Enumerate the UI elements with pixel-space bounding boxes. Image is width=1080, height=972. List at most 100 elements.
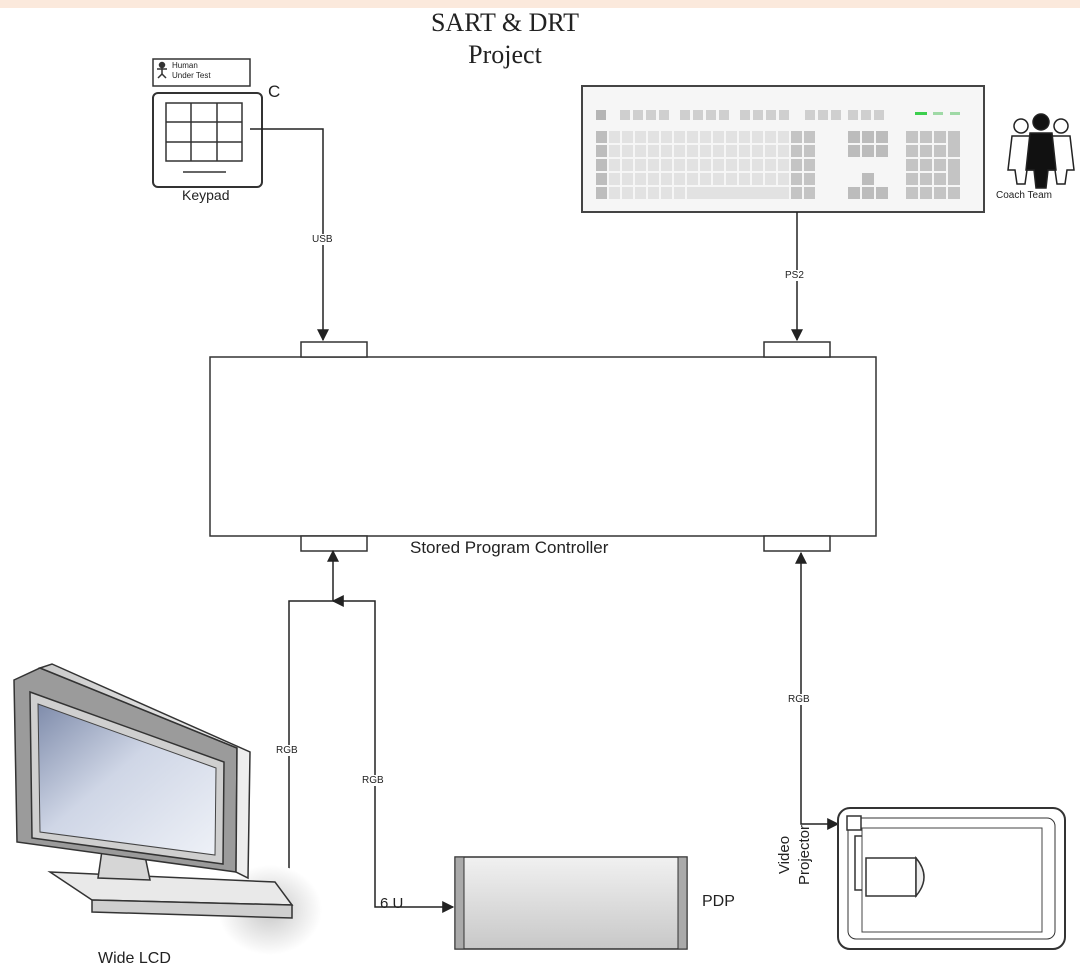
usb-label: USB bbox=[311, 234, 334, 245]
keyboard-key bbox=[791, 131, 802, 143]
port-ps2 bbox=[763, 341, 831, 358]
keyboard-key bbox=[765, 145, 776, 157]
port-rgb-right bbox=[763, 535, 831, 552]
keyboard-key bbox=[848, 131, 860, 143]
keyboard-key bbox=[680, 110, 690, 120]
keyboard-key bbox=[648, 131, 659, 143]
keyboard-key bbox=[791, 145, 802, 157]
keyboard-key bbox=[661, 173, 672, 185]
pdp-device bbox=[454, 856, 688, 950]
keyboard-key bbox=[648, 173, 659, 185]
keyboard-key bbox=[765, 159, 776, 171]
keyboard-key bbox=[713, 159, 724, 171]
keyboard-key bbox=[687, 131, 698, 143]
keyboard-key bbox=[713, 173, 724, 185]
controller-box bbox=[209, 341, 877, 552]
pdp-label: PDP bbox=[702, 893, 735, 910]
keyboard-key bbox=[687, 145, 698, 157]
keyboard-key bbox=[791, 173, 802, 185]
keyboard-key bbox=[726, 131, 737, 143]
keyboard-key bbox=[726, 159, 737, 171]
keyboard-key bbox=[661, 145, 672, 157]
keyboard-key bbox=[778, 187, 789, 199]
keyboard-key bbox=[596, 110, 606, 120]
ps2-label: PS2 bbox=[784, 270, 805, 281]
keyboard-key bbox=[661, 187, 672, 199]
keyboard-key bbox=[596, 131, 607, 143]
keyboard-key bbox=[791, 159, 802, 171]
keyboard-key bbox=[622, 131, 633, 143]
video-projector-device bbox=[837, 807, 1066, 950]
keyboard-key bbox=[713, 145, 724, 157]
keyboard-key bbox=[706, 110, 716, 120]
keyboard-key bbox=[752, 145, 763, 157]
keyboard-key bbox=[659, 110, 669, 120]
keyboard-key bbox=[609, 159, 620, 171]
keyboard-key bbox=[876, 131, 888, 143]
keyboard-key bbox=[934, 145, 946, 157]
badge-line2: Under Test bbox=[172, 71, 211, 80]
keyboard-key bbox=[862, 173, 874, 185]
keyboard-key bbox=[948, 187, 960, 199]
keyboard-key bbox=[687, 173, 698, 185]
keyboard-key bbox=[674, 187, 685, 199]
keyboard-key bbox=[622, 159, 633, 171]
rgb-projector-label: RGB bbox=[787, 694, 811, 705]
keyboard-key bbox=[765, 173, 776, 185]
pdp-port-label: 6 U bbox=[380, 895, 404, 912]
keyboard-key bbox=[726, 145, 737, 157]
keyboard-key bbox=[778, 173, 789, 185]
keyboard-key bbox=[609, 131, 620, 143]
keyboard-key bbox=[719, 110, 729, 120]
keyboard-key bbox=[739, 159, 750, 171]
keyboard-key bbox=[906, 145, 918, 157]
keyboard-key bbox=[740, 110, 750, 120]
keyboard-key bbox=[648, 145, 659, 157]
human-icon bbox=[157, 61, 167, 79]
keyboard-key bbox=[739, 145, 750, 157]
keyboard-key bbox=[674, 159, 685, 171]
keyboard-key bbox=[934, 173, 946, 185]
keyboard-key bbox=[752, 131, 763, 143]
port-rgb-left bbox=[300, 535, 368, 552]
keyboard-key bbox=[862, 145, 874, 157]
keyboard-key bbox=[804, 187, 815, 199]
keyboard-key bbox=[674, 145, 685, 157]
diagram-title-line2: Project bbox=[468, 40, 542, 69]
keyboard-key bbox=[778, 131, 789, 143]
keyboard-led bbox=[933, 112, 943, 115]
keyboard-key bbox=[726, 173, 737, 185]
keyboard-key bbox=[700, 145, 711, 157]
rgb-pdp-line bbox=[331, 595, 455, 913]
keyboard-key bbox=[648, 159, 659, 171]
projector-label-line2: Projector bbox=[796, 824, 813, 886]
keyboard-key bbox=[752, 173, 763, 185]
keyboard-key bbox=[693, 110, 703, 120]
keyboard-key bbox=[934, 187, 946, 199]
keyboard-key bbox=[848, 145, 860, 157]
rgb-projector-line bbox=[795, 551, 840, 830]
keyboard-key bbox=[948, 131, 960, 157]
keyboard-key bbox=[948, 159, 960, 185]
keyboard-key bbox=[620, 110, 630, 120]
keyboard-key bbox=[906, 159, 918, 171]
keyboard-key bbox=[906, 131, 918, 143]
keyboard-key bbox=[920, 159, 932, 171]
keypad-label: Keypad bbox=[182, 187, 230, 203]
keyboard-device bbox=[581, 85, 985, 213]
keyboard-key bbox=[635, 159, 646, 171]
keyboard-key bbox=[805, 110, 815, 120]
keyboard-key bbox=[635, 145, 646, 157]
diagram-title-line1: SART & DRT bbox=[430, 8, 580, 37]
keyboard-key bbox=[862, 131, 874, 143]
keyboard-key bbox=[596, 187, 607, 199]
keyboard-key bbox=[804, 159, 815, 171]
keyboard-key bbox=[934, 131, 946, 143]
keyboard-key bbox=[635, 187, 646, 199]
keyboard-key bbox=[661, 159, 672, 171]
keyboard-key bbox=[778, 159, 789, 171]
keyboard-key bbox=[804, 173, 815, 185]
keyboard-key bbox=[920, 173, 932, 185]
keyboard-key bbox=[622, 187, 633, 199]
